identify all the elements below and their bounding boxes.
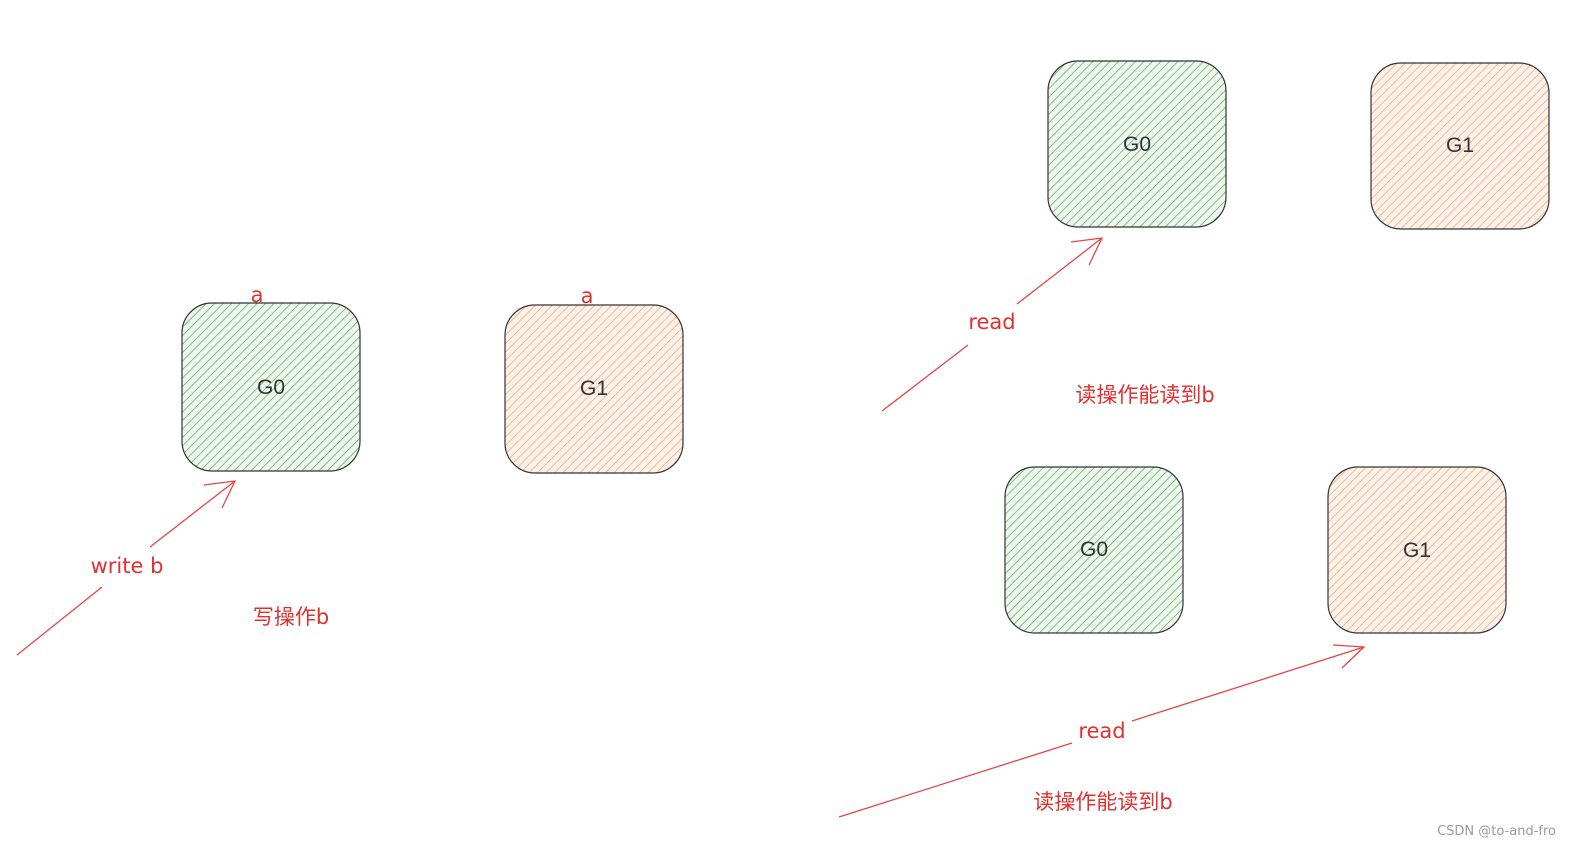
right-top-g0-box — [1047, 60, 1227, 228]
right-bottom-g1-node: G1 — [1327, 466, 1507, 634]
left-g0-marker: a — [251, 283, 264, 307]
read-arrow-bottom-label: read — [1078, 719, 1125, 743]
left-caption: 写操作b — [253, 605, 329, 629]
read-arrow-top-label: read — [968, 310, 1015, 334]
right-top-g1-node: G1 — [1370, 62, 1550, 230]
read-arrow-bottom — [838, 644, 1366, 818]
right-bottom-g1-box — [1327, 466, 1507, 634]
left-g1-box — [504, 304, 684, 474]
left-g0-node: G0 — [181, 302, 361, 472]
left-g1-marker: a — [581, 284, 594, 308]
right-bottom-panel: G0 G1 read 读操作能读到b — [838, 466, 1507, 818]
left-g0-box — [181, 302, 361, 472]
right-top-caption: 读操作能读到b — [1075, 383, 1214, 407]
right-top-panel: G0 G1 read 读操作能读到b — [881, 60, 1550, 412]
write-arrow-label: write b — [91, 554, 164, 578]
left-g0-label: G0 — [257, 376, 285, 399]
read-arrow-top — [881, 237, 1104, 412]
right-top-g1-box — [1370, 62, 1550, 230]
right-bottom-g1-label: G1 — [1403, 539, 1431, 562]
right-bottom-g0-box — [1004, 466, 1184, 634]
right-top-g1-label: G1 — [1446, 134, 1474, 157]
right-bottom-caption: 读操作能读到b — [1033, 790, 1172, 814]
left-panel: G0 a G1 a write b 写操作b — [16, 283, 684, 656]
right-top-g0-node: G0 — [1047, 60, 1227, 228]
write-arrow — [16, 480, 237, 656]
watermark: CSDN @to-and-fro — [1437, 824, 1556, 839]
right-bottom-g0-label: G0 — [1080, 538, 1108, 561]
right-bottom-g0-node: G0 — [1004, 466, 1184, 634]
left-g1-node: G1 — [504, 304, 684, 474]
right-top-g0-label: G0 — [1123, 133, 1151, 156]
left-g1-label: G1 — [580, 377, 608, 400]
